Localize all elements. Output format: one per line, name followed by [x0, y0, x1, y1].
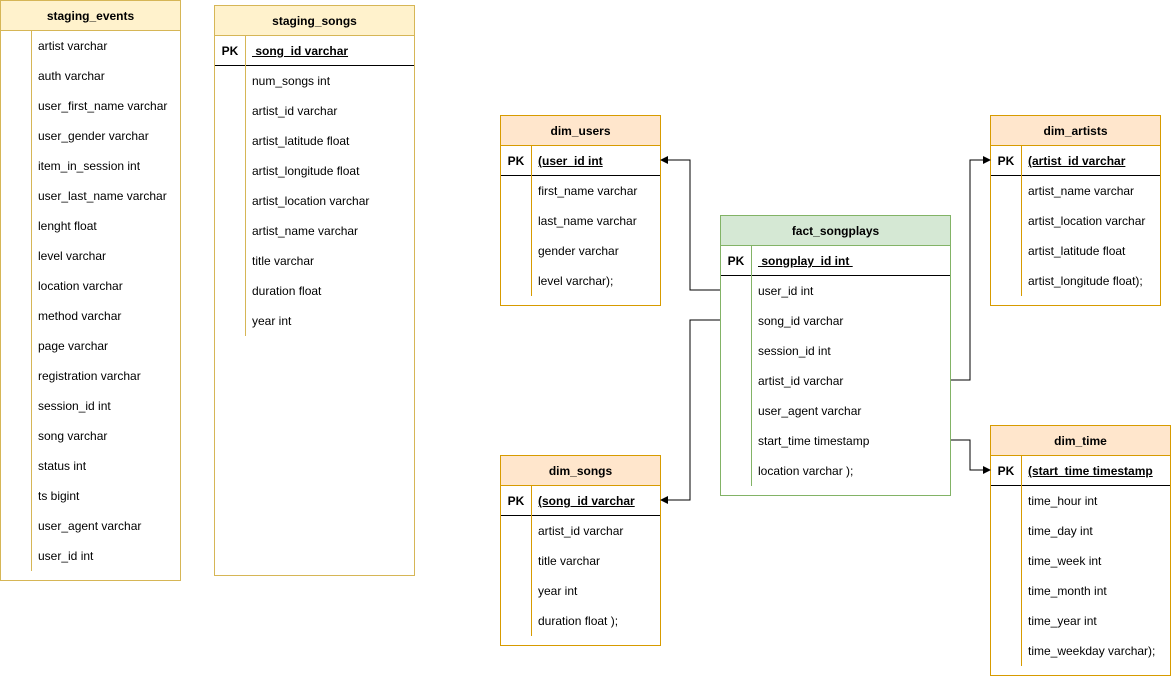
column-row: song_id varchar: [758, 314, 844, 328]
pk-separator: [215, 65, 414, 66]
column-row: start_time timestamp: [758, 434, 870, 448]
column-row: title varchar: [538, 554, 601, 568]
table-title: dim_users: [501, 116, 660, 146]
column-row: artist_longitude float: [252, 164, 360, 178]
table-staging-events[interactable]: staging_events artist varchar auth varcha…: [0, 0, 181, 581]
column-row: ts bigint: [38, 489, 80, 503]
column-row: user_agent varchar: [758, 404, 862, 418]
pk-column: (user_id int: [538, 154, 603, 168]
column-row: user_first_name varchar: [38, 99, 168, 113]
table-staging-songs[interactable]: staging_songs PK song_id varchar num_son…: [214, 5, 415, 576]
column-divider: [531, 146, 532, 296]
pk-label: PK: [997, 464, 1015, 478]
pk-column: (song_id varchar: [538, 494, 635, 508]
pk-separator: [991, 485, 1170, 486]
column-row: time_year int: [1028, 614, 1097, 628]
column-row: auth varchar: [38, 69, 105, 83]
pk-column: song_id varchar: [252, 44, 349, 58]
column-row: time_week int: [1028, 554, 1102, 568]
column-row: artist_name varchar: [1028, 184, 1135, 198]
column-row: artist_id varchar: [252, 104, 338, 118]
table-title: staging_songs: [215, 6, 414, 36]
column-row: time_hour int: [1028, 494, 1098, 508]
column-row: artist_latitude float: [252, 134, 350, 148]
table-title: dim_artists: [991, 116, 1160, 146]
column-divider: [31, 31, 32, 571]
column-row: artist_location varchar: [1028, 214, 1146, 228]
column-divider: [531, 486, 532, 636]
column-row: time_weekday varchar);: [1028, 644, 1156, 658]
column-row: duration float );: [538, 614, 619, 628]
column-row: num_songs int: [252, 74, 331, 88]
column-row: user_last_name varchar: [38, 189, 167, 203]
column-row: year int: [538, 584, 578, 598]
column-row: user_agent varchar: [38, 519, 142, 533]
pk-label: PK: [507, 494, 525, 508]
column-row: registration varchar: [38, 369, 141, 383]
column-row: artist varchar: [38, 39, 108, 53]
column-row: user_id int: [758, 284, 814, 298]
column-row: year int: [252, 314, 292, 328]
column-row: artist_id varchar: [538, 524, 624, 538]
column-row: artist_latitude float: [1028, 244, 1126, 258]
column-row: page varchar: [38, 339, 109, 353]
column-row: location varchar: [38, 279, 123, 293]
link-fact-song-id-to-dim-songs: [660, 319, 720, 504]
link-fact-user-id-to-dim-users: [660, 156, 720, 291]
column-row: time_day int: [1028, 524, 1093, 538]
column-row: location varchar );: [758, 464, 854, 478]
pk-separator: [501, 515, 660, 516]
column-row: artist_location varchar: [252, 194, 370, 208]
column-row: artist_id varchar: [758, 374, 844, 388]
pk-label: PK: [997, 154, 1015, 168]
table-fact-songplays[interactable]: fact_songplays PK songplay_id int user_i…: [720, 215, 951, 496]
pk-column: (start_time timestamp: [1028, 464, 1153, 478]
table-dim-artists[interactable]: dim_artists PK (artist_id varchar artist…: [990, 115, 1161, 306]
column-row: user_gender varchar: [38, 129, 149, 143]
column-divider: [751, 246, 752, 486]
table-dim-users[interactable]: dim_users PK (user_id int first_name var…: [500, 115, 661, 306]
column-row: status int: [38, 459, 87, 473]
column-row: level varchar);: [538, 274, 614, 288]
column-row: last_name varchar: [538, 214, 637, 228]
pk-column: (artist_id varchar: [1028, 154, 1126, 168]
column-row: item_in_session int: [38, 159, 141, 173]
table-title: dim_time: [991, 426, 1170, 456]
pk-label: PK: [727, 254, 745, 268]
column-row: song varchar: [38, 429, 108, 443]
column-row: session_id int: [38, 399, 111, 413]
column-row: lenght float: [38, 219, 97, 233]
column-divider: [1021, 146, 1022, 296]
pk-separator: [721, 275, 950, 276]
table-title: dim_songs: [501, 456, 660, 486]
column-row: first_name varchar: [538, 184, 638, 198]
column-row: artist_name varchar: [252, 224, 359, 238]
column-row: session_id int: [758, 344, 831, 358]
pk-label: PK: [221, 44, 239, 58]
table-title: staging_events: [1, 1, 180, 31]
pk-label: PK: [507, 154, 525, 168]
column-row: artist_longitude float);: [1028, 274, 1143, 288]
link-fact-artist-id-to-dim-artists: [951, 156, 991, 381]
column-row: time_month int: [1028, 584, 1107, 598]
column-row: user_id int: [38, 549, 94, 563]
table-title: fact_songplays: [721, 216, 950, 246]
column-divider: [1021, 456, 1022, 666]
column-row: gender varchar: [538, 244, 619, 258]
table-dim-time[interactable]: dim_time PK (start_time timestamp time_h…: [990, 425, 1171, 676]
column-row: method varchar: [38, 309, 122, 323]
column-row: duration float: [252, 284, 322, 298]
column-divider: [245, 36, 246, 336]
pk-column: songplay_id int: [758, 254, 853, 268]
column-row: level varchar: [38, 249, 107, 263]
pk-separator: [991, 175, 1160, 176]
column-row: title varchar: [252, 254, 315, 268]
table-dim-songs[interactable]: dim_songs PK (song_id varchar artist_id …: [500, 455, 661, 646]
pk-separator: [501, 175, 660, 176]
link-fact-start-time-to-dim-time: [951, 439, 991, 474]
